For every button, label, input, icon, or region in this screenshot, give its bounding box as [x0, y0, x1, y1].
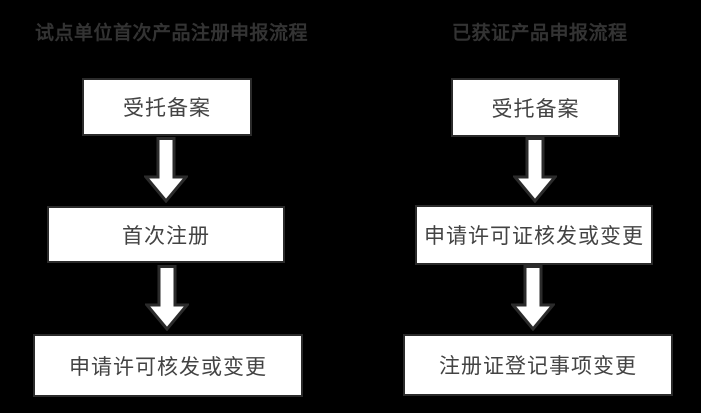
down-arrow-icon	[513, 137, 557, 203]
down-arrow-icon	[511, 265, 555, 331]
flow-step-box-left-3: 申请许可核发或变更	[33, 334, 303, 397]
down-arrow-icon	[144, 137, 188, 203]
flow-step-box-left-2: 首次注册	[47, 206, 285, 263]
flow-step-label: 申请许可核发或变更	[69, 354, 267, 379]
flow-step-label: 首次注册	[122, 223, 210, 248]
flow-step-label: 受托备案	[491, 96, 580, 121]
flow-step-box-left-1: 受托备案	[82, 78, 252, 136]
left-flow-title: 试点单位首次产品注册申报流程	[35, 22, 309, 44]
flow-step-label: 受托备案	[123, 96, 211, 120]
flow-step-label: 申请许可证核发或变更	[424, 224, 644, 248]
right-flow-title: 已获证产品申报流程	[452, 22, 628, 44]
flow-step-box-right-2: 申请许可证核发或变更	[415, 205, 653, 265]
flow-step-box-right-3: 注册证登记事项变更	[403, 334, 673, 396]
flow-step-label: 注册证登记事项变更	[439, 354, 637, 378]
down-arrow-icon	[145, 265, 189, 331]
flow-step-box-right-1: 受托备案	[451, 78, 620, 137]
